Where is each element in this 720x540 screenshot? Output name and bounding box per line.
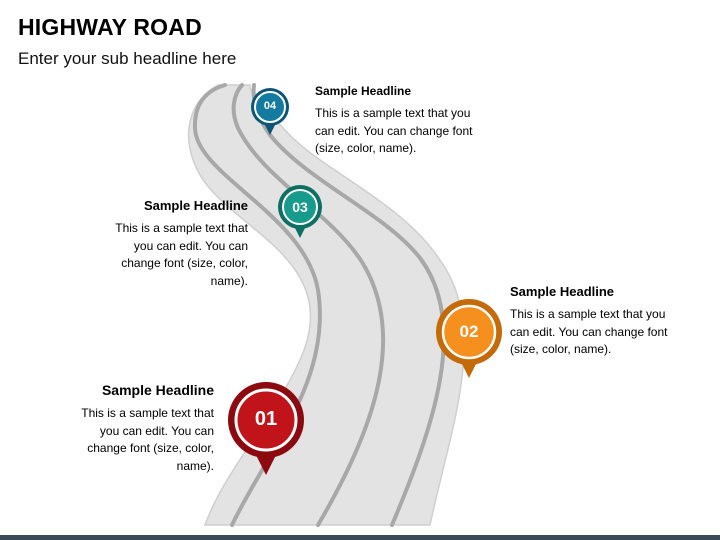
map-pin-icon	[228, 382, 304, 475]
step-03-body: This is a sample text that you can edit.…	[115, 221, 248, 288]
step-03-number: 03	[292, 199, 308, 215]
page-subtitle: Enter your sub headline here	[18, 49, 237, 68]
map-pin-icon	[436, 299, 502, 378]
pin-tail	[264, 123, 276, 135]
page-title: HIGHWAY ROAD	[18, 14, 202, 40]
pin-face	[254, 91, 286, 123]
step-04-number: 04	[263, 100, 277, 112]
step-01-marker: 01	[227, 381, 305, 477]
map-pin-icon	[251, 88, 289, 135]
lane-line-center	[231, 83, 386, 527]
pin-face	[282, 189, 318, 225]
step-03-marker: 03	[277, 184, 323, 240]
step-01-text: Sample Headline This is a sample text th…	[70, 382, 214, 475]
step-01-headline: Sample Headline	[101, 382, 214, 398]
map-pin-icon	[278, 185, 322, 238]
step-04-marker: 04	[250, 87, 290, 137]
step-02-headline: Sample Headline	[510, 284, 615, 299]
step-01-body: This is a sample text that you can edit.…	[81, 406, 214, 473]
step-02-text: Sample Headline This is a sample text th…	[510, 284, 680, 359]
step-02-number: 02	[459, 322, 479, 341]
pin-face	[234, 388, 298, 452]
step-04-headline: Sample Headline	[315, 84, 412, 98]
bottom-bar	[0, 535, 720, 540]
pin-face	[441, 304, 497, 360]
step-02-body: This is a sample text that you can edit.…	[510, 307, 668, 356]
step-02-marker: 02	[435, 298, 503, 380]
step-04-body: This is a sample text that you can edit.…	[315, 106, 473, 155]
step-03-text: Sample Headline This is a sample text th…	[100, 198, 248, 290]
lane-line-right	[251, 83, 446, 527]
step-04-text: Sample Headline This is a sample text th…	[315, 84, 490, 158]
step-01-number: 01	[254, 408, 278, 430]
step-03-headline: Sample Headline	[143, 198, 248, 213]
